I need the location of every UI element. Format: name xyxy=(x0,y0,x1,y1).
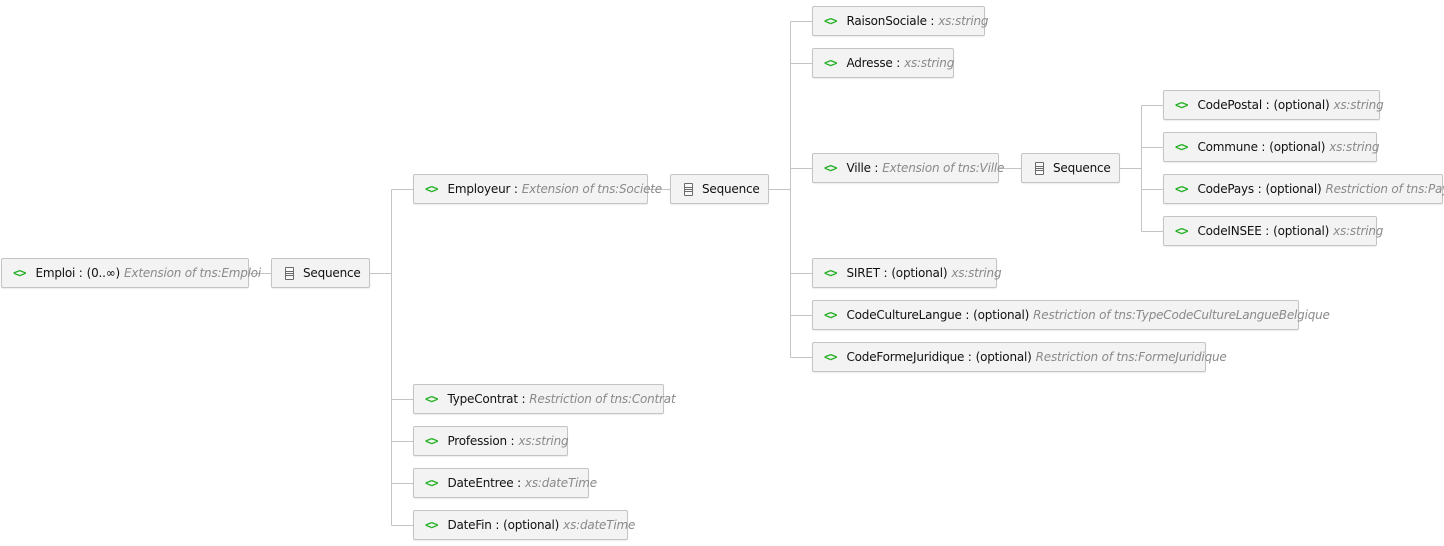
element-adresse[interactable]: <> Adresse : xs:string xyxy=(812,48,954,78)
element-icon: <> xyxy=(824,350,837,364)
element-name: SIRET : xyxy=(846,266,888,280)
sequence-societe[interactable]: Sequence xyxy=(670,174,769,204)
element-name: DateFin : xyxy=(447,518,500,532)
element-icon: <> xyxy=(425,392,438,406)
element-type: Restriction of tns:TypeCodeCultureLangue… xyxy=(1033,308,1330,322)
element-icon: <> xyxy=(824,56,837,70)
element-occurrence: (optional) xyxy=(975,350,1032,364)
element-type: Extension of tns:Societe xyxy=(521,182,662,196)
sequence-emploi[interactable]: Sequence xyxy=(271,258,370,288)
element-name: CodePays : xyxy=(1197,182,1262,196)
sequence-icon xyxy=(684,182,693,196)
element-icon: <> xyxy=(1175,98,1188,112)
element-icon: <> xyxy=(824,161,837,175)
element-name: DateEntree : xyxy=(447,476,521,490)
element-name: CodeCultureLangue : xyxy=(846,308,970,322)
element-type: xs:string xyxy=(1329,140,1380,154)
element-type: xs:string xyxy=(1333,224,1384,238)
element-name: RaisonSociale : xyxy=(846,14,935,28)
element-datefin[interactable]: <> DateFin : (optional) xs:dateTime xyxy=(413,510,635,540)
element-type: xs:dateTime xyxy=(524,476,597,490)
element-name: CodePostal : xyxy=(1197,98,1270,112)
element-type: Restriction of tns:Pays xyxy=(1325,182,1444,196)
element-icon: <> xyxy=(425,434,438,448)
element-profession[interactable]: <> Profession : xs:string xyxy=(413,426,569,456)
element-ville[interactable]: <> Ville : Extension of tns:Ville xyxy=(812,153,1004,183)
element-type: Extension of tns:Emploi xyxy=(124,266,262,280)
element-emploi[interactable]: <> Emploi : (0..∞) Extension of tns:Empl… xyxy=(1,258,261,288)
sequence-label: Sequence xyxy=(303,266,361,280)
element-type: Restriction of tns:Contrat xyxy=(529,392,676,406)
element-codeculturelangue[interactable]: <> CodeCultureLangue : (optional) Restri… xyxy=(812,300,1330,330)
sequence-icon xyxy=(285,266,294,280)
element-occurrence: (optional) xyxy=(1265,182,1322,196)
element-icon: <> xyxy=(425,518,438,532)
element-icon: <> xyxy=(425,476,438,490)
element-name: CodeFormeJuridique : xyxy=(846,350,972,364)
element-raisonsociale[interactable]: <> RaisonSociale : xs:string xyxy=(812,6,989,36)
element-occurrence: (optional) xyxy=(503,518,560,532)
element-name: Profession : xyxy=(447,434,515,448)
element-icon: <> xyxy=(824,14,837,28)
element-type: xs:dateTime xyxy=(563,518,636,532)
element-icon: <> xyxy=(425,182,438,196)
sequence-ville[interactable]: Sequence xyxy=(1021,153,1120,183)
element-type: Restriction of tns:FormeJuridique xyxy=(1035,350,1227,364)
element-type: Extension of tns:Ville xyxy=(882,161,1005,175)
element-codeinsee[interactable]: <> CodeINSEE : (optional) xs:string xyxy=(1163,216,1383,246)
element-occurrence: (optional) xyxy=(1273,224,1330,238)
element-typecontrat[interactable]: <> TypeContrat : Restriction of tns:Cont… xyxy=(413,384,676,414)
element-type: xs:string xyxy=(1333,98,1384,112)
element-occurrence: (optional) xyxy=(1269,140,1326,154)
element-icon: <> xyxy=(824,266,837,280)
element-occurrence: (optional) xyxy=(973,308,1030,322)
element-siret[interactable]: <> SIRET : (optional) xs:string xyxy=(812,258,1002,288)
element-dateentree[interactable]: <> DateEntree : xs:dateTime xyxy=(413,468,597,498)
element-occurrence: (optional) xyxy=(891,266,948,280)
element-name: TypeContrat : xyxy=(447,392,526,406)
element-type: xs:string xyxy=(904,56,955,70)
element-type: xs:string xyxy=(951,266,1002,280)
sequence-label: Sequence xyxy=(702,182,760,196)
element-icon: <> xyxy=(1175,182,1188,196)
element-type: xs:string xyxy=(518,434,569,448)
element-codepays[interactable]: <> CodePays : (optional) Restriction of … xyxy=(1163,174,1444,204)
element-icon: <> xyxy=(1175,224,1188,238)
element-commune[interactable]: <> Commune : (optional) xs:string xyxy=(1163,132,1380,162)
element-name: Employeur : xyxy=(447,182,518,196)
element-occurrence: (0..∞) xyxy=(86,266,121,280)
element-icon: <> xyxy=(824,308,837,322)
element-codepostal[interactable]: <> CodePostal : (optional) xs:string xyxy=(1163,90,1384,120)
element-name: Ville : xyxy=(846,161,879,175)
element-name: Adresse : xyxy=(846,56,901,70)
element-name: Commune : xyxy=(1197,140,1266,154)
element-icon: <> xyxy=(1175,140,1188,154)
element-name: CodeINSEE : xyxy=(1197,224,1270,238)
element-codeformejuridique[interactable]: <> CodeFormeJuridique : (optional) Restr… xyxy=(812,342,1227,372)
element-type: xs:string xyxy=(938,14,989,28)
element-employeur[interactable]: <> Employeur : Extension of tns:Societe xyxy=(413,174,662,204)
element-occurrence: (optional) xyxy=(1273,98,1330,112)
sequence-icon xyxy=(1035,161,1044,175)
element-name: Emploi : xyxy=(35,266,83,280)
element-icon: <> xyxy=(13,266,26,280)
sequence-label: Sequence xyxy=(1053,161,1111,175)
